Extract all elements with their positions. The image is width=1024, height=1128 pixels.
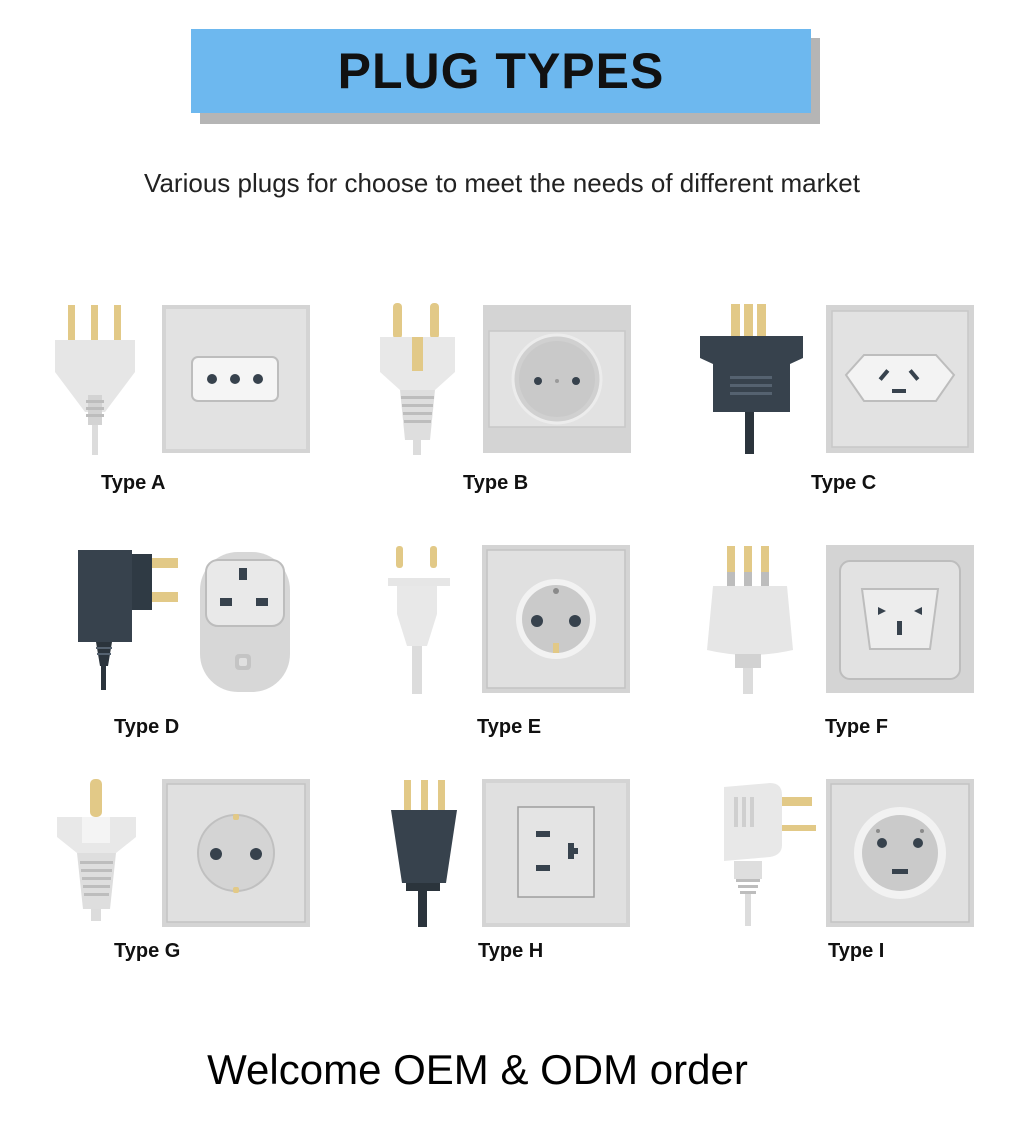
slim-two-pin-plug-icon — [388, 546, 450, 694]
type-label: Type F — [825, 716, 888, 738]
type-label: Type B — [463, 472, 529, 494]
type-label: Type D — [114, 716, 180, 738]
angled-three-pin-plug-icon — [707, 546, 793, 694]
type-label: Type E — [477, 716, 542, 738]
dark-three-pin-plug-icon — [391, 780, 457, 927]
type-label: Type C — [811, 472, 877, 494]
plug-type-a: Type A — [50, 300, 370, 500]
title-banner: PLUG TYPES — [191, 29, 811, 113]
rectangular-slot-socket-icon — [482, 779, 630, 927]
wall-adapter-plug-icon — [78, 550, 178, 690]
plug-type-c: Type C — [698, 300, 1018, 500]
footer-text: Welcome OEM & ODM order — [207, 1046, 748, 1093]
page-subtitle: Various plugs for choose to meet the nee… — [144, 168, 860, 198]
dark-three-blade-plug-icon — [700, 304, 803, 454]
plug-type-e: Type E — [385, 544, 705, 744]
plug-type-g: Type G — [52, 775, 372, 975]
plug-type-b: Type B — [375, 300, 695, 500]
plug-type-h: Type H — [388, 775, 708, 975]
schuko-socket-icon — [162, 779, 310, 927]
single-pin-earth-plug-icon — [57, 779, 136, 921]
type-label: Type A — [101, 472, 166, 494]
page-title: PLUG TYPES — [337, 43, 665, 99]
round-pin-socket-icon — [482, 545, 630, 693]
plug-type-d: Type D — [70, 544, 390, 744]
type-label: Type I — [828, 940, 885, 962]
three-hole-socket-icon — [162, 305, 310, 453]
right-angle-plug-icon — [724, 783, 816, 926]
plug-type-f: Type F — [705, 544, 1024, 744]
angled-hole-socket-icon — [826, 305, 974, 453]
type-label: Type H — [478, 940, 544, 962]
three-dot-round-socket-icon — [826, 779, 974, 927]
type-label: Type G — [114, 940, 181, 962]
three-pin-flat-plug-icon — [55, 305, 135, 455]
round-pin-earth-plug-icon — [380, 303, 455, 455]
plug-type-i: Type I — [720, 775, 1024, 975]
round-two-hole-socket-icon — [483, 305, 631, 453]
trapezoid-socket-icon — [826, 545, 974, 693]
